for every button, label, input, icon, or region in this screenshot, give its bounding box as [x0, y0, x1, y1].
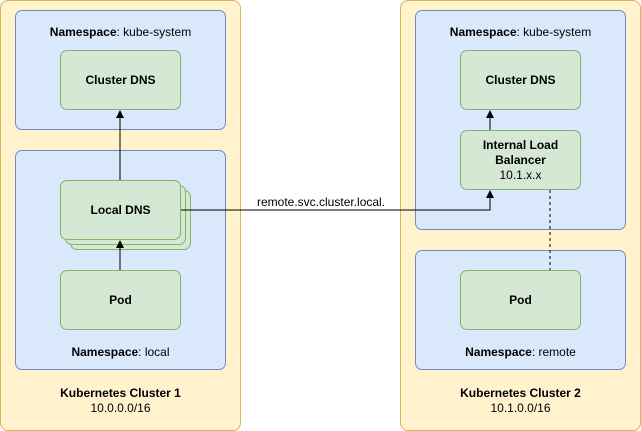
ilb-label-line-1: Internal Load — [482, 137, 559, 152]
cluster-1-title: Kubernetes Cluster 1 — [60, 386, 181, 400]
ilb-label-line-2: Balancer — [495, 152, 546, 167]
cluster-2-title: Kubernetes Cluster 2 — [460, 386, 581, 400]
cluster-1-namespace-local-label: Namespace: local — [71, 345, 170, 359]
cluster-1-pod: Pod — [60, 270, 181, 330]
cluster-2-internal-load-balancer: Internal Load Balancer 10.1.x.x — [460, 130, 581, 190]
cluster-2-namespace-kube-system-label: Namespace: kube-system — [449, 25, 592, 39]
cluster-1-cluster-dns: Cluster DNS — [60, 50, 181, 110]
cluster-2-pod: Pod — [460, 270, 581, 330]
cluster-1-local-dns: Local DNS — [60, 180, 181, 240]
ilb-ip: 10.1.x.x — [499, 167, 542, 182]
cluster-2-namespace-kube-system — [415, 10, 626, 230]
arrow-local-dns-to-ilb — [181, 190, 494, 211]
cluster-2-namespace-remote-label: Namespace: remote — [465, 345, 576, 359]
cluster-2-cluster-dns: Cluster DNS — [460, 50, 581, 110]
connection-label: remote.svc.cluster.local. — [256, 195, 387, 209]
cluster-1-namespace-kube-system-label: Namespace: kube-system — [49, 25, 192, 39]
cluster-2-cidr: 10.1.0.0/16 — [490, 401, 551, 415]
cluster-1-cidr: 10.0.0.0/16 — [90, 401, 151, 415]
